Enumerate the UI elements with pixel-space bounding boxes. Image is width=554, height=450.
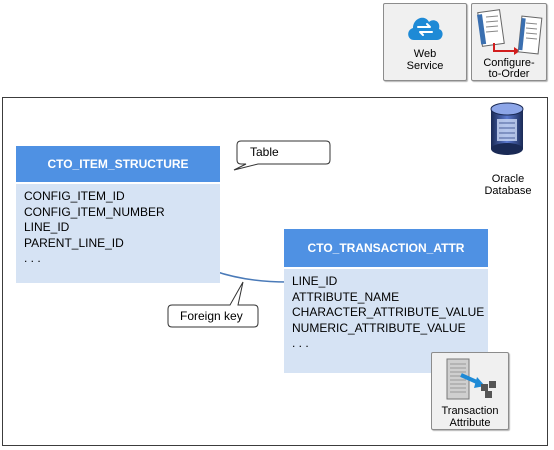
item-structure-table-title: CTO_ITEM_STRUCTURE [16,146,220,182]
item-structure-column: CONFIG_ITEM_NUMBER [24,204,165,219]
web-service-label-line1: Web [413,48,437,60]
web-service-tile[interactable]: Web Service [383,3,467,81]
item-structure-column: PARENT_LINE_ID [24,235,124,250]
web-service-label-line2: Service [406,60,444,72]
transaction-attr-column: . . . [292,336,309,350]
transaction-attribute-label-line2: Attribute [449,417,491,429]
transaction-attr-column: LINE_ID [292,274,338,288]
table-callout-text: Table [250,145,279,159]
item-structure-column: LINE_ID [24,220,70,234]
configure-to-order-label-line1: Configure- [483,57,535,69]
configure-to-order-tile[interactable]: Configure- to-Order [471,3,547,81]
server-export-icon [446,358,496,400]
transaction-attribute-tile[interactable]: Transaction Attribute [431,352,509,430]
cloud-arrows-icon [408,17,443,40]
foreign-key-callout-bubble [167,281,259,328]
transaction-attr-column: NUMERIC_ATTRIBUTE_VALUE [292,320,466,335]
item-structure-table-body: CONFIG_ITEM_ID CONFIG_ITEM_NUMBER LINE_I… [16,184,220,283]
transaction-attr-column: CHARACTER_ATTRIBUTE_VALUE [292,305,485,319]
transaction-attr-column: ATTRIBUTE_NAME [292,289,400,304]
table-callout-bubble [233,140,331,171]
item-structure-column: CONFIG_ITEM_ID [24,189,125,203]
document-transfer-icon [477,9,543,55]
foreign-key-callout-text: Foreign key [180,309,243,323]
oracle-database-label-line2: Database [484,185,532,197]
database-cylinder-icon [490,102,524,155]
transaction-attribute-label-line1: Transaction [441,405,499,417]
item-structure-column: . . . [24,251,41,265]
configure-to-order-label-line2: to-Order [488,68,530,80]
oracle-database-label-line1: Oracle [491,173,525,185]
transaction-attr-table-title: CTO_TRANSACTION_ATTR [284,229,488,267]
transaction-attr-table-body: LINE_ID ATTRIBUTE_NAME CHARACTER_ATTRIBU… [284,269,488,373]
